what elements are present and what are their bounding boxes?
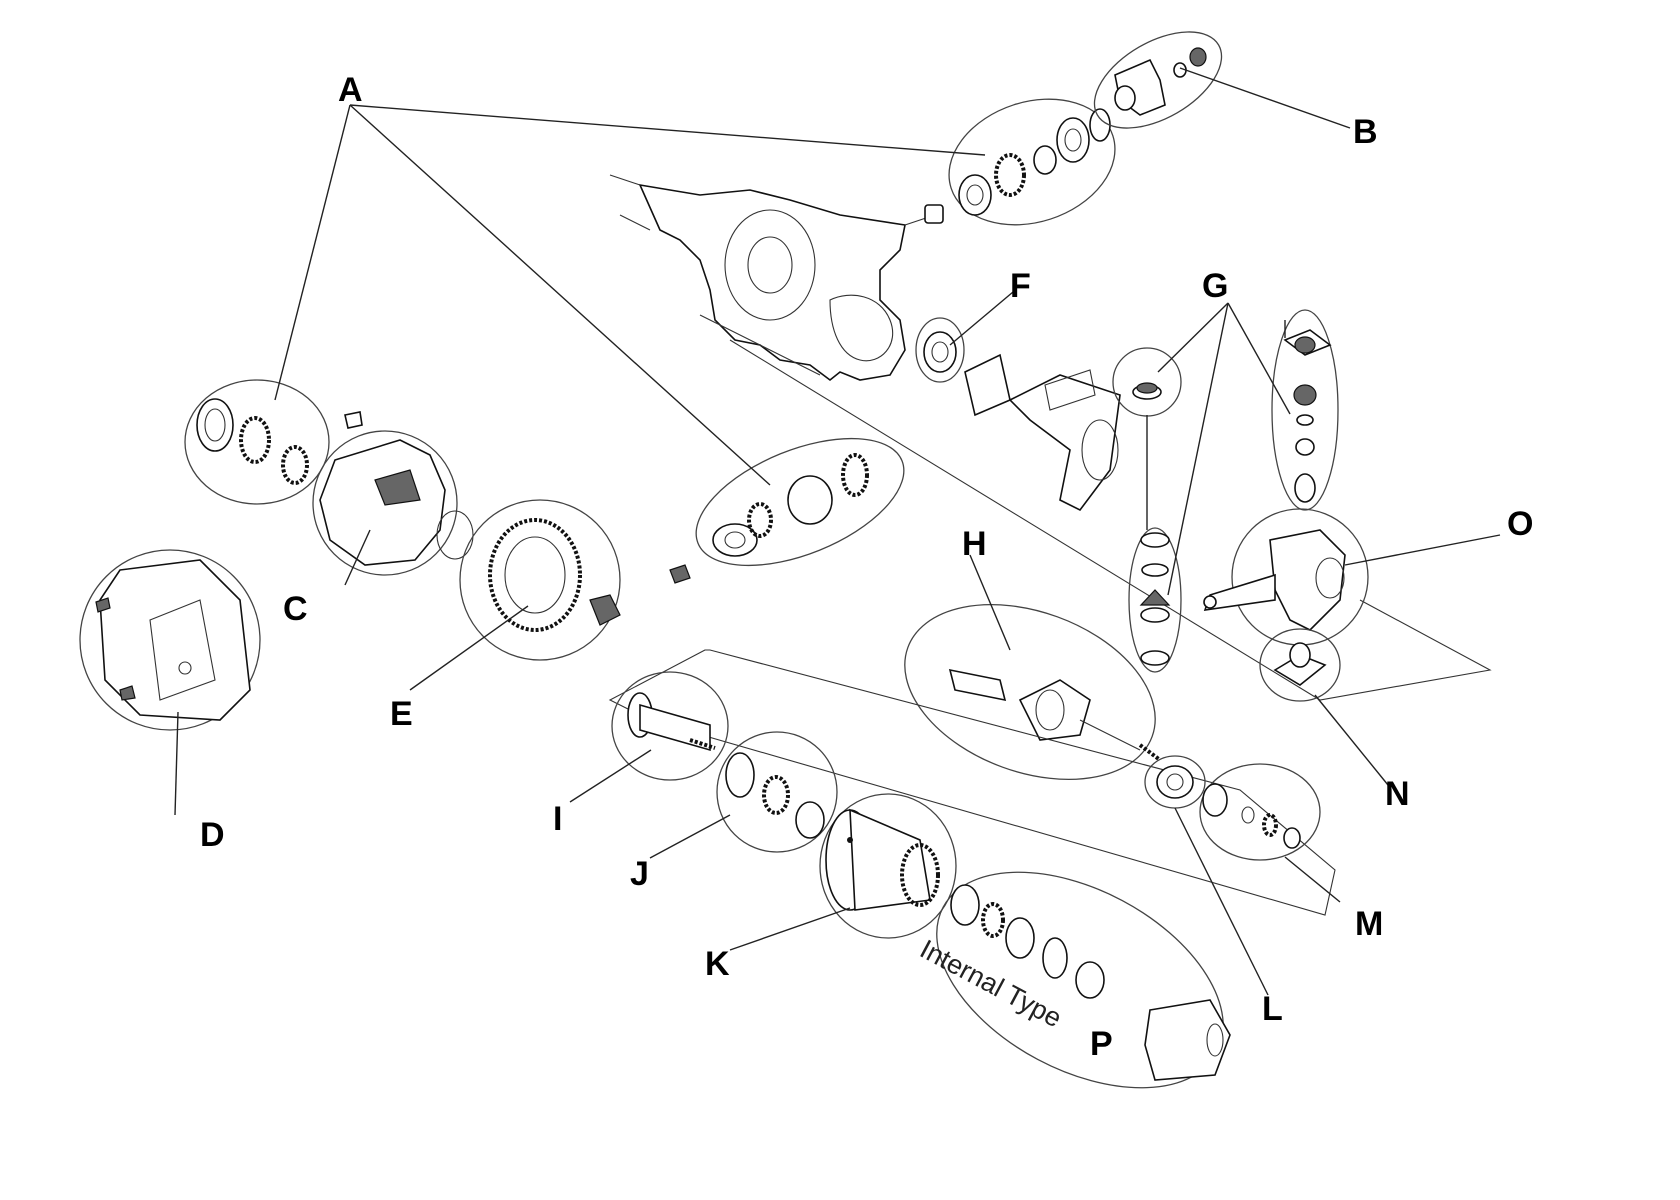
callout-K: K <box>705 945 730 983</box>
carrier-bearing-right-group <box>669 437 905 584</box>
callout-G: G <box>1202 267 1228 305</box>
pinion-bearing-group <box>924 98 1116 226</box>
callout-I: I <box>553 800 562 838</box>
callout-B: B <box>1353 113 1378 151</box>
callout-P: P <box>1090 1025 1113 1063</box>
differential-cover <box>79 549 261 731</box>
locking-hub-internal <box>936 871 1231 1089</box>
axle-housing <box>609 174 1492 701</box>
kingpin-bearing-group <box>1112 309 1339 673</box>
differential-case <box>312 411 474 576</box>
axle-shaft-ujoint <box>904 604 1162 780</box>
steering-knuckle <box>1203 508 1369 646</box>
callout-H: H <box>962 525 987 563</box>
callout-A: A <box>338 71 363 109</box>
callout-O: O <box>1507 505 1533 543</box>
callout-E: E <box>390 695 413 733</box>
callout-L: L <box>1262 990 1283 1028</box>
axle-tube <box>964 353 1121 512</box>
callout-labels: A B C D E F G H I J K L M N O P <box>200 71 1533 1063</box>
axle-seal <box>915 317 965 383</box>
spindle-hub-group <box>608 649 1336 939</box>
leader-lines <box>174 67 1501 996</box>
carrier-bearing-left-group <box>184 379 330 505</box>
callout-D: D <box>200 816 225 854</box>
ring-gear <box>459 499 621 661</box>
callout-M: M <box>1355 905 1383 943</box>
pinion-yoke-group <box>1093 31 1223 129</box>
callout-J: J <box>630 855 649 893</box>
callout-N: N <box>1385 775 1410 813</box>
callout-C: C <box>283 590 308 628</box>
callout-F: F <box>1010 267 1031 305</box>
lower-ball-joint <box>1259 628 1341 702</box>
